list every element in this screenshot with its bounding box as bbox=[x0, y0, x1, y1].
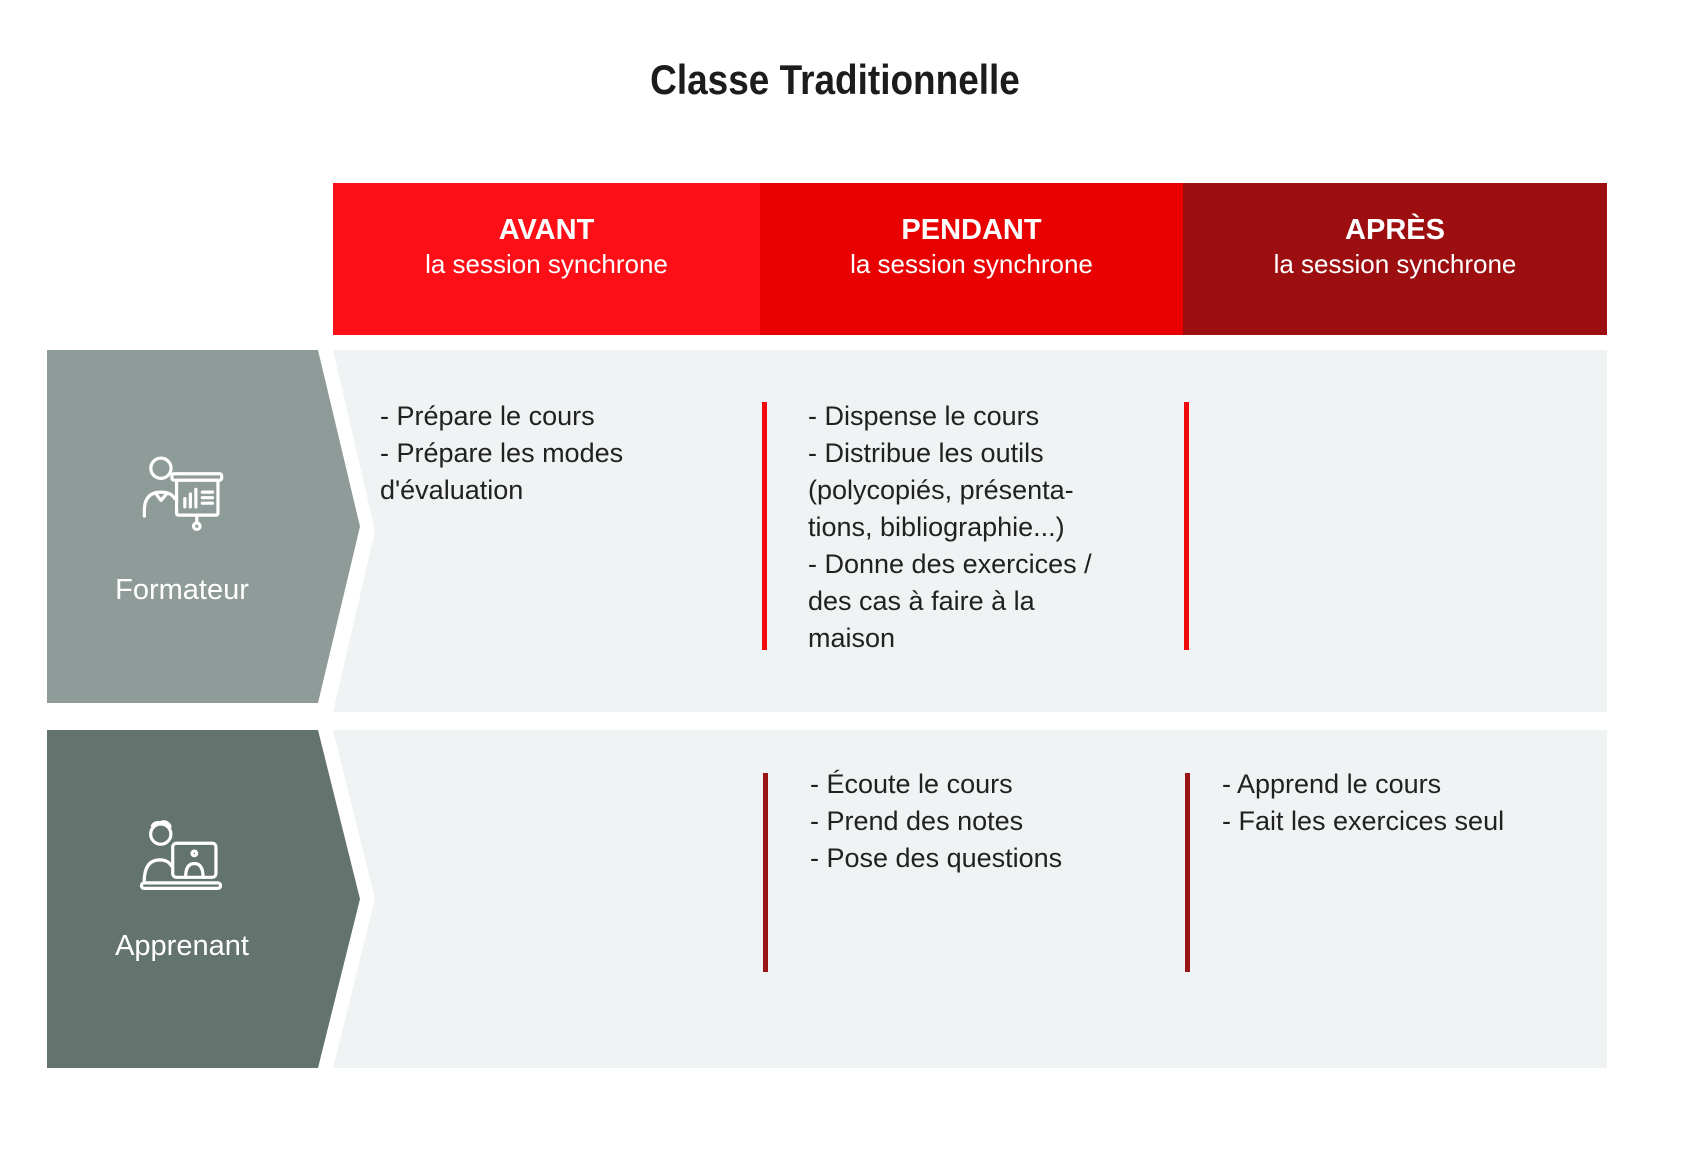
column-header-pendant-sublabel: la session synchrone bbox=[850, 248, 1093, 279]
divider-line-apprenant-apres bbox=[1185, 773, 1190, 972]
row-label-apprenant: Apprenant bbox=[115, 930, 249, 962]
row-label-formateur: Formateur bbox=[115, 574, 249, 606]
column-header-pendant-label: PENDANT bbox=[901, 213, 1042, 246]
cell-apprenant-apres: - Apprend le cours - Fait les exercices … bbox=[1222, 769, 1505, 836]
column-header-pendant: PENDANT la session synchrone bbox=[760, 183, 1183, 335]
column-header-avant-sublabel: la session synchrone bbox=[425, 248, 668, 279]
column-header-apres: APRÈS la session synchrone bbox=[1183, 183, 1607, 335]
page-title: Classe Traditionnelle bbox=[650, 56, 1020, 103]
row-chevron-apprenant: Apprenant bbox=[47, 730, 360, 1068]
divider-line-formateur-apres bbox=[1184, 402, 1189, 650]
column-header-avant: AVANT la session synchrone bbox=[333, 183, 760, 335]
cell-formateur-avant: - Prépare le cours - Prépare les modes d… bbox=[380, 401, 624, 505]
divider-line-apprenant-pendant bbox=[763, 773, 768, 972]
learner-computer-icon bbox=[139, 820, 223, 890]
row-band-formateur bbox=[333, 350, 1607, 712]
column-header-apres-sublabel: la session synchrone bbox=[1273, 248, 1517, 279]
column-header-apres-label: APRÈS bbox=[1345, 213, 1445, 246]
column-header-avant-label: AVANT bbox=[498, 213, 595, 246]
row-band-apprenant bbox=[333, 730, 1607, 1068]
row-chevron-formateur: Formateur bbox=[47, 350, 360, 703]
trainer-presentation-icon bbox=[142, 456, 224, 532]
cell-apprenant-pendant: - Écoute le cours - Prend des notes - Po… bbox=[810, 769, 1063, 873]
divider-line-formateur-pendant bbox=[762, 402, 767, 650]
cell-formateur-pendant: - Dispense le cours - Distribue les outi… bbox=[808, 401, 1092, 653]
